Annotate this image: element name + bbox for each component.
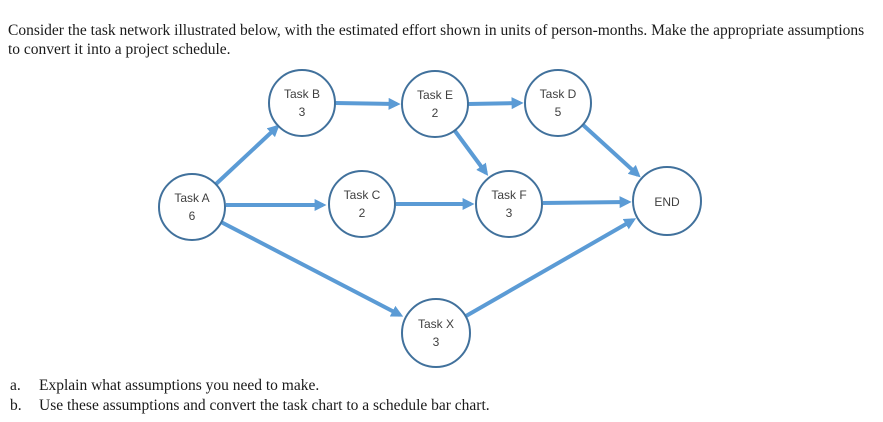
- task-f-effort: 3: [506, 206, 513, 220]
- task-a-circle: [158, 173, 226, 241]
- edge-task-e-task-f: [453, 129, 489, 176]
- edges: [214, 97, 641, 318]
- node-task-x: Task X 3: [401, 298, 471, 368]
- task-e-label: Task E: [417, 88, 453, 102]
- task-a-effort: 6: [189, 209, 196, 223]
- task-a-label: Task A: [174, 191, 209, 205]
- task-b-circle: [268, 69, 336, 137]
- task-x-label: Task X: [418, 317, 454, 331]
- end-label: END: [654, 195, 680, 209]
- task-x-effort: 3: [433, 335, 440, 349]
- question-b: b. Use these assumptions and convert the…: [10, 396, 490, 416]
- task-d-effort: 5: [555, 105, 562, 119]
- task-f-circle: [475, 170, 543, 238]
- task-e-effort: 2: [432, 106, 439, 120]
- task-c-label: Task C: [344, 188, 381, 202]
- edge-task-b-task-e: [334, 97, 401, 110]
- task-d-label: Task D: [540, 87, 577, 101]
- edge-task-a-task-x: [220, 220, 404, 317]
- node-task-d: Task D 5: [524, 69, 592, 137]
- questions-list: a. Explain what assumptions you need to …: [10, 376, 490, 415]
- question-b-text: Use these assumptions and convert the ta…: [39, 396, 490, 414]
- node-task-e: Task E 2: [401, 70, 469, 138]
- task-x-circle: [401, 298, 471, 368]
- task-e-circle: [401, 70, 469, 138]
- edge-task-e-task-d: [467, 97, 524, 110]
- edge-task-f-end: [542, 196, 632, 209]
- question-b-label: b.: [10, 396, 22, 414]
- question-a-text: Explain what assumptions you need to mak…: [39, 377, 320, 394]
- task-b-label: Task B: [284, 87, 320, 101]
- task-f-label: Task F: [491, 188, 526, 202]
- edge-task-a-task-b: [214, 124, 280, 186]
- question-a-label: a.: [10, 377, 21, 394]
- task-b-effort: 3: [299, 105, 306, 119]
- intro-text: Consider the task network illustrated be…: [8, 21, 865, 59]
- node-task-f: Task F 3: [475, 170, 543, 238]
- edge-task-d-end: [580, 122, 641, 178]
- task-d-circle: [524, 69, 592, 137]
- node-end: END: [632, 166, 702, 236]
- node-task-c: Task C 2: [328, 170, 396, 238]
- node-task-b: Task B 3: [268, 69, 336, 137]
- node-task-a: Task A 6: [158, 173, 226, 241]
- task-c-effort: 2: [359, 206, 366, 220]
- question-a: a. Explain what assumptions you need to …: [10, 376, 490, 396]
- edge-task-x-end: [465, 218, 637, 318]
- end-circle: [632, 166, 702, 236]
- task-c-circle: [328, 170, 396, 238]
